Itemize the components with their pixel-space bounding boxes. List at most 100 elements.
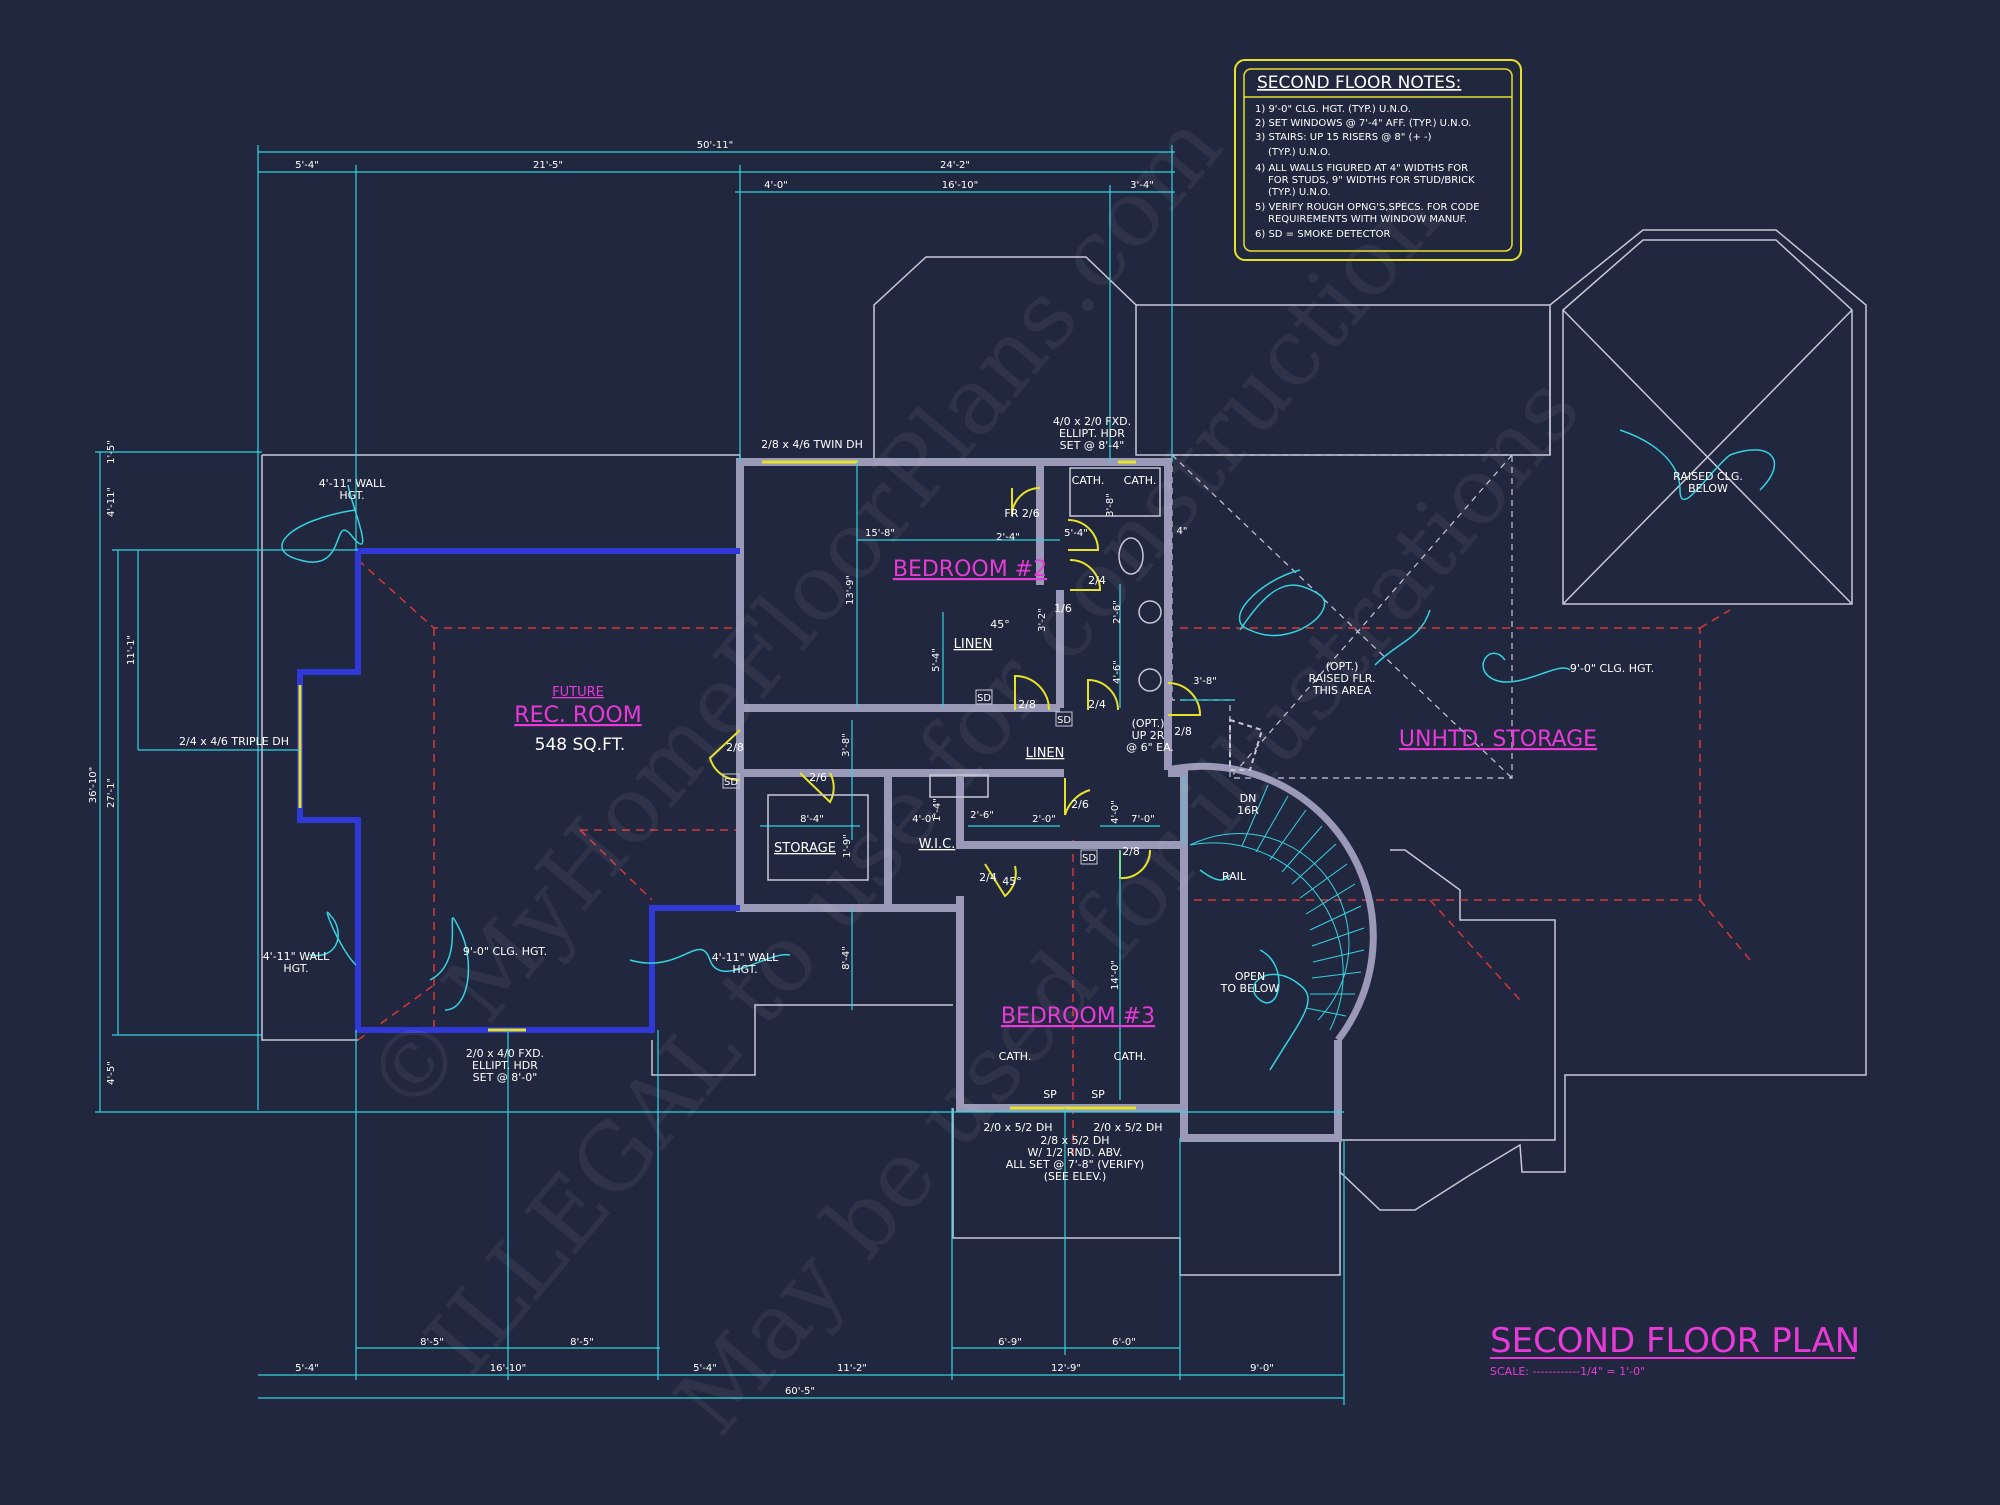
leader [1482,652,1571,683]
hip-line [1699,609,1731,629]
door-swing [1069,559,1102,591]
stair-tread [1305,1007,1347,1017]
note-line: (TYP.) U.N.O. [1268,147,1331,158]
dim-text: 6'-9" [998,1337,1022,1348]
door-swing [1119,849,1152,880]
door-swing [1064,778,1091,816]
door-swing [1087,678,1119,711]
dim-text: 9'-0" [1250,1363,1274,1374]
leader [1238,569,1326,637]
stair-tread [1241,784,1269,847]
notes-border-outer [1234,59,1522,261]
linen-label: LINEN [954,637,993,652]
watermark: © MyHomeFloorPlans.com ILLEGAL to use fo… [345,93,1600,1454]
window-note: 2/0 x 4/0 FXD. [466,1047,544,1060]
stair-tread [1299,863,1348,899]
note-line: 1) 9'-0" CLG. HGT. (TYP.) U.N.O. [1255,104,1411,115]
shelf-icon [929,774,989,798]
opt-raised-note: (OPT.) [1326,660,1359,673]
unheated-storage-name: UNHTD. STORAGE [1399,727,1597,752]
sd-label: SD [724,777,738,788]
dim-text: 4'-6" [1112,660,1123,684]
stair-rail-arc [1189,833,1350,1021]
window-note: 2/0 x 5/2 DH [1093,1121,1162,1134]
windows [298,460,1136,1110]
sp-note: SP [1091,1088,1105,1101]
dim-text: 13'-9" [845,575,856,605]
stair-note: DN [1240,792,1257,805]
dim-text: 4'-5" [106,1061,117,1085]
door-note: FR 2/6 [1004,507,1039,520]
rec-room-future: FUTURE [552,685,604,700]
dim-text: 5'-4" [295,1363,319,1374]
cath-note: CATH. [999,1050,1032,1063]
smoke-detector-icon [1055,711,1073,727]
dim-text: 3'-8" [841,733,852,757]
stair-tread [1312,949,1365,963]
smoke-detector-icon [1080,849,1098,865]
annotations: 4'-11" WALL HGT. 4'-11" WALL HGT. 4'-11"… [179,415,1743,1183]
stair-tread [1305,883,1356,915]
raised-ceiling-note: RAISED CLG. [1673,470,1743,483]
dim-text: 3'-8" [1193,676,1217,687]
door-swing [1167,682,1202,716]
opt-diag [1171,454,1513,779]
dim-text: 3'-4" [1130,180,1154,191]
dim-text: 36'-10" [88,767,99,803]
dim-text: 3'-2" [1037,608,1048,632]
plan-scale: SCALE: ------------1/4" = 1'-0" [1490,1365,1645,1378]
stair-outer-arc [1167,762,1377,1043]
roof-outline-right [1339,229,1867,1211]
dim-text: 1'-9" [842,834,853,858]
notes-box: SECOND FLOOR NOTES: 1) 9'-0" CLG. HGT. (… [1234,59,1522,261]
door-size: 2/8 [1174,725,1192,738]
leader [1252,949,1309,1071]
window-note: ELLIPT. HDR [472,1059,538,1072]
opt-step-note: @ 6" EA. [1126,741,1174,754]
dim-text: 24'-2" [940,160,970,171]
hip-line [1429,899,1521,1001]
plan-title: SECOND FLOOR PLAN [1490,1321,1860,1361]
notes-border-inner [1243,68,1513,252]
ceiling-height-note: 9'-0" CLG. HGT. [1570,662,1654,675]
rec-room-area: 548 SQ.FT. [535,735,626,755]
dim-text: 5'-4" [295,160,319,171]
opt-raised-note: RAISED FLR. [1308,672,1375,685]
dimension-lines [95,145,1345,1405]
curved-stair-treads [1189,833,1350,1031]
note-line: (TYP.) U.N.O. [1268,187,1331,198]
door-swing [984,863,1017,898]
storage-shelf-icon [767,794,869,881]
rec-room-knee-walls [297,548,740,1033]
door-size: 2/4 [1088,574,1106,587]
door-size: 1/6 [1054,602,1072,615]
hip-line [579,829,653,901]
bedroom2-name: BEDROOM #2 [893,557,1047,582]
dim-text: 21'-5" [533,160,563,171]
stair-tread [1291,843,1337,885]
sink-icon [1138,600,1162,624]
dim-text: 7'-0" [1131,814,1155,825]
window-note: ALL SET @ 7'-8" (VERIFY) [1006,1158,1144,1171]
window-note: (SEE ELEV.) [1044,1170,1107,1183]
dim-text: 15'-8" [865,528,895,539]
dim-text: 6'-0" [1112,1337,1136,1348]
stair-tread [1309,905,1362,931]
stair-tread [1311,971,1362,979]
dim-text: 12'-9" [1051,1363,1081,1374]
storage-name: STORAGE [774,841,836,856]
dim-text: 2'-6" [1112,600,1123,624]
window-note: 2/8 x 4/6 TWIN DH [761,438,863,451]
leader-lines [281,429,1776,1071]
roof-outline-bottom-mid [651,1004,953,1076]
dim-text: 8'-5" [570,1337,594,1348]
dim-text: 60'-5" [785,1386,815,1397]
note-line: 2) SET WINDOWS @ 7'-4" AFF. (TYP.) U.N.O… [1255,118,1471,129]
smoke-detector-icon [975,689,993,705]
opt-step [1229,718,1264,771]
note-line: REQUIREMENTS WITH WINDOW MANUF. [1268,214,1467,225]
dim-text: 2'-4" [996,532,1020,543]
leader [629,948,791,973]
opt-step-note: UP 2R [1132,729,1165,742]
